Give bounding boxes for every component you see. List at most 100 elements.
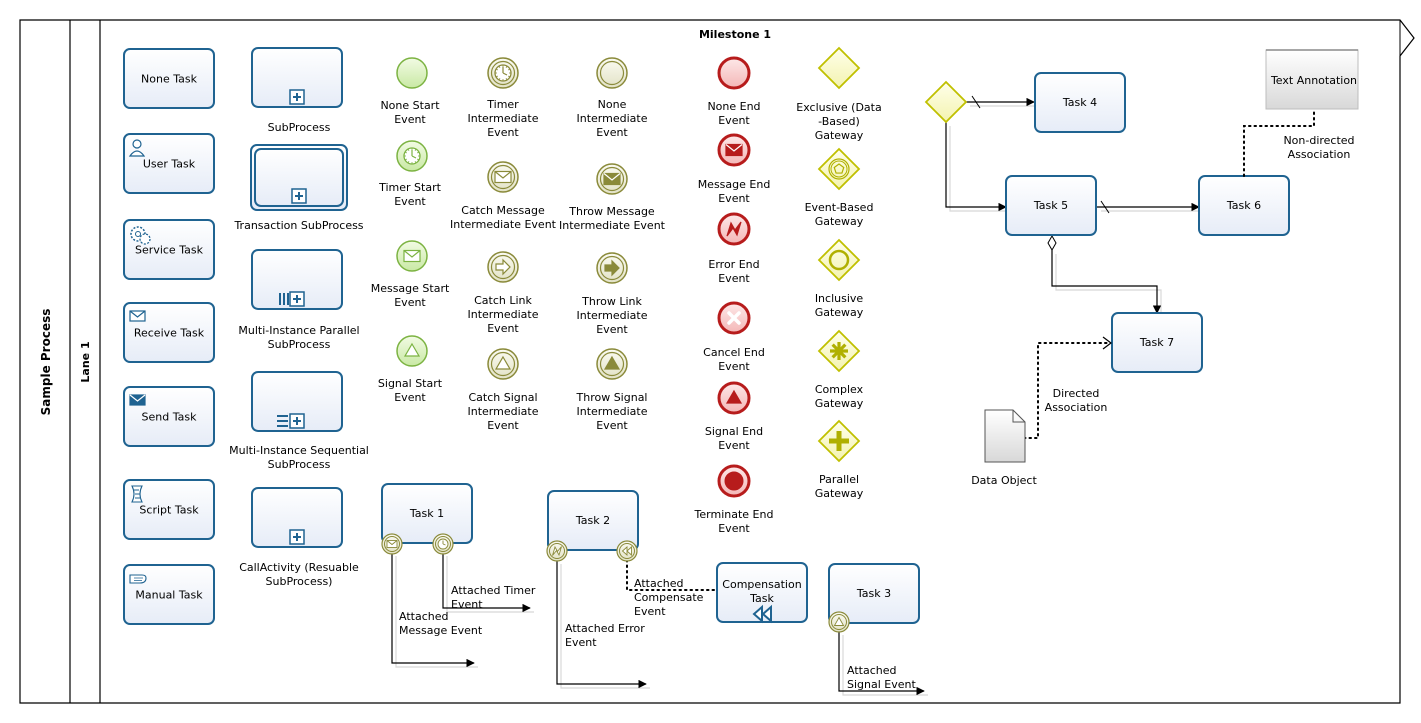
task-1[interactable]: Task 1	[381, 483, 473, 544]
message-event-flow-shadow	[395, 556, 478, 668]
attached-error-event[interactable]	[546, 540, 568, 562]
throw-signal-event-label-line: Intermediate	[577, 405, 648, 418]
exclusive-gateway-label-line: Gateway	[815, 129, 864, 142]
dot-icon	[724, 471, 744, 491]
flow-exclusive-gateway[interactable]	[924, 80, 968, 124]
transaction-subprocess-label: Transaction SubProcess	[233, 219, 363, 232]
attached-timer-event[interactable]	[432, 533, 454, 555]
attached-message-label-line: Attached	[399, 610, 448, 623]
task-7[interactable]: Task 7	[1111, 312, 1203, 373]
task-3[interactable]: Task 3	[828, 563, 920, 624]
throw-link-event-label-line: Intermediate	[577, 309, 648, 322]
manual-task-label-line: Manual Task	[135, 589, 203, 602]
task-5[interactable]: Task 5	[1005, 175, 1097, 236]
milestone-title: Milestone 1	[699, 28, 771, 41]
clock-icon	[494, 64, 512, 82]
transaction-subprocess[interactable]: Transaction SubProcess	[233, 144, 364, 232]
script-task[interactable]: Script Task	[123, 479, 215, 540]
task-2[interactable]: Task 2	[547, 490, 639, 551]
signal-event-flow-shadow	[842, 635, 928, 696]
error-end-event-label-line: Error End	[708, 258, 759, 271]
manual-task-label: Manual Task	[135, 589, 203, 602]
signal-event-flow[interactable]	[838, 631, 925, 696]
task-3-label: Task 3	[856, 587, 891, 600]
task-6[interactable]: Task 6	[1198, 175, 1290, 236]
exclusive-gateway[interactable]: Exclusive (Data-Based)Gateway	[796, 46, 882, 142]
non-directed-association-label-line: Non-directed	[1283, 134, 1354, 147]
compensation-association[interactable]	[626, 559, 717, 591]
receive-task[interactable]: Receive Task	[123, 302, 215, 363]
throw-message-event-label-line: Throw Message	[568, 205, 655, 218]
flow-task5-task7[interactable]	[1051, 250, 1162, 314]
attached-compensate-event[interactable]	[616, 540, 638, 562]
attached-message-event[interactable]	[381, 533, 403, 555]
subprocess[interactable]: SubProcess	[251, 47, 343, 134]
data-object[interactable]: Data Object	[971, 409, 1037, 487]
send-task[interactable]: Send Task	[123, 386, 215, 447]
flow-gateway-task5[interactable]	[945, 122, 1007, 212]
message-event-flow[interactable]	[391, 552, 475, 668]
task-1-label: Task 1	[409, 507, 444, 520]
attached-signal-label-line: Attached	[847, 664, 896, 677]
directed-association[interactable]	[1023, 342, 1111, 439]
manual-task[interactable]: Manual Task	[123, 564, 215, 625]
non-directed-association[interactable]	[1243, 109, 1315, 177]
text-annotation[interactable]: Text Annotation	[1265, 49, 1359, 110]
clock-icon	[437, 538, 449, 550]
pool-title: Sample Process	[39, 309, 53, 416]
none-task[interactable]: None Task	[123, 48, 215, 109]
attached-signal-event[interactable]	[828, 611, 850, 633]
error-event-flow[interactable]	[556, 560, 647, 689]
user-task-label-line: User Task	[143, 158, 196, 171]
user-task-label: User Task	[143, 158, 196, 171]
data-object-label: Data Object	[971, 474, 1037, 487]
catch-link-event-label-line: Catch Link	[474, 294, 532, 307]
task-4[interactable]: Task 4	[1034, 72, 1126, 133]
service-task[interactable]: Service Task	[123, 219, 215, 280]
user-task[interactable]: User Task	[123, 133, 215, 194]
timer-start-event-label-line: Event	[394, 195, 426, 208]
default-flow-mark	[971, 95, 981, 109]
error-end-event-label-line: Event	[718, 272, 750, 285]
catch-link-event-label-line: Event	[487, 322, 519, 335]
timer-event-flow[interactable]	[442, 552, 531, 613]
